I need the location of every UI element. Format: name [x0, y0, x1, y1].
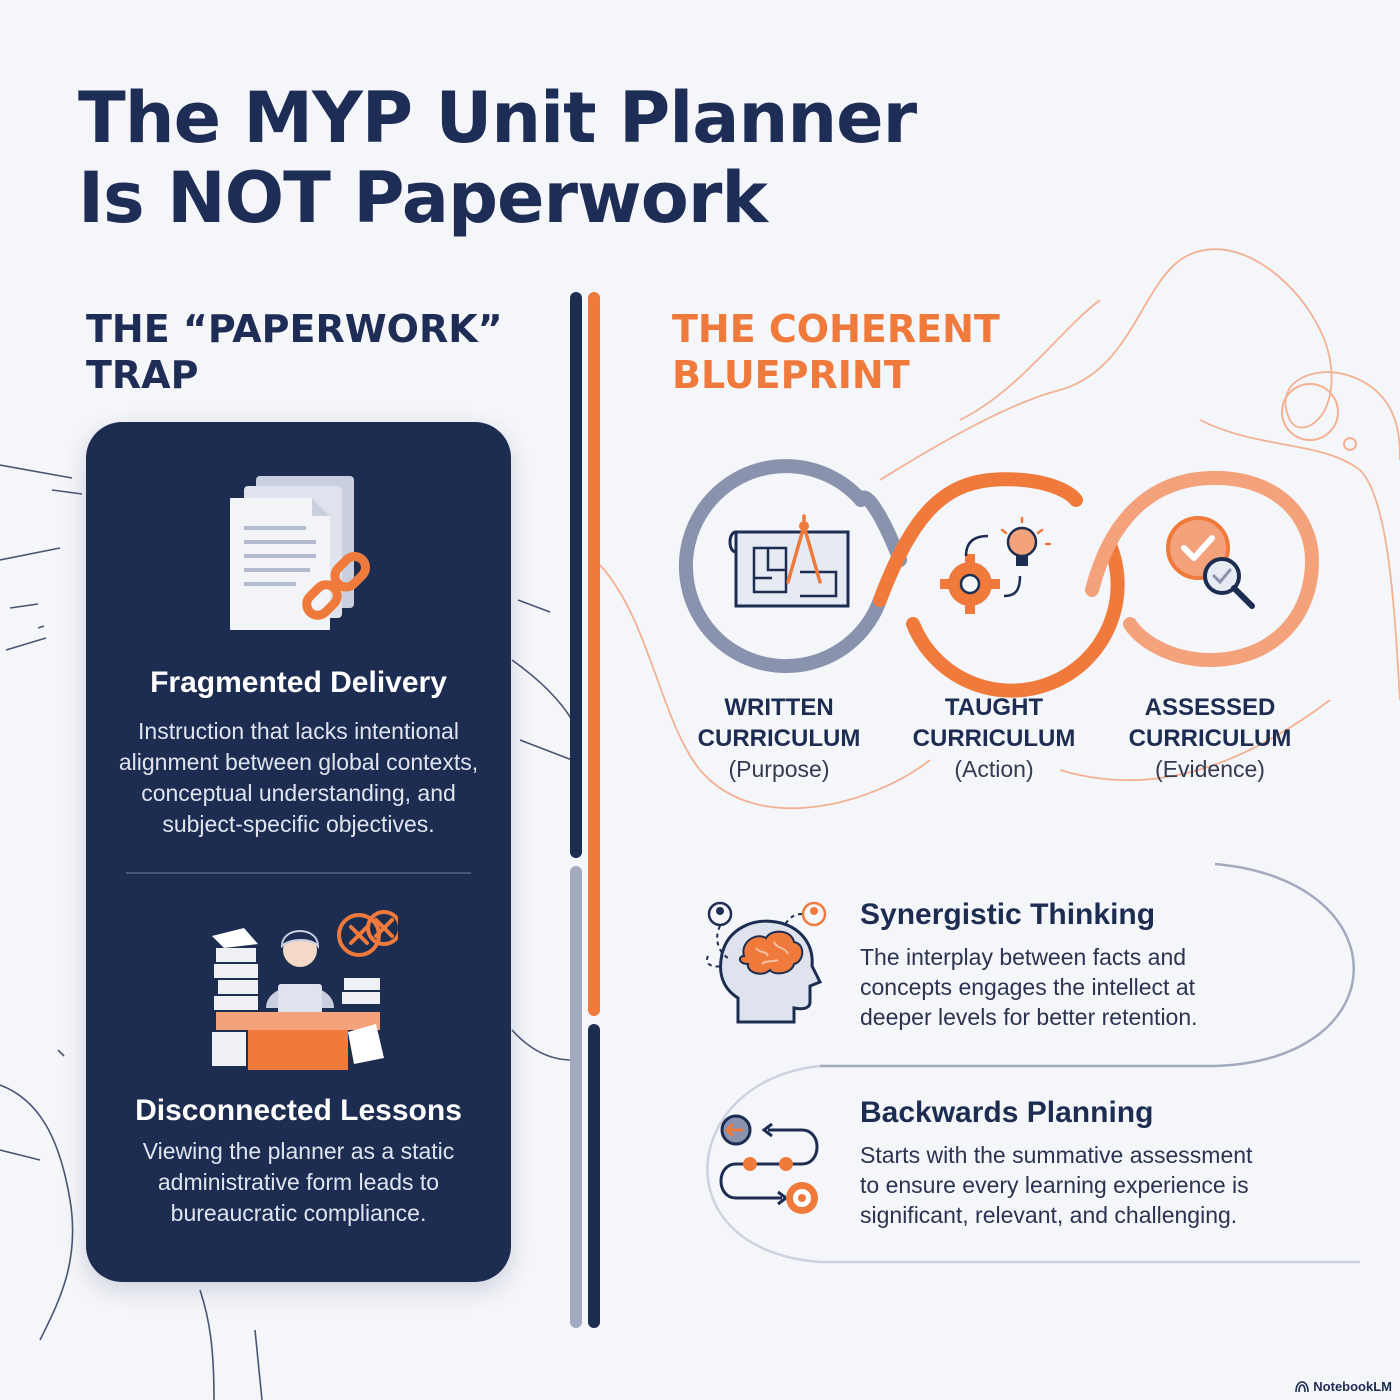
backwards-flow-icon — [719, 1114, 819, 1214]
label-line2: CURRICULUM — [697, 725, 861, 752]
text-line: to ensure every learning experience is — [860, 1172, 1249, 1198]
label-line1: WRITTEN — [724, 694, 834, 721]
synergistic-thinking-text: The interplay between facts and concepts… — [860, 942, 1198, 1032]
text-line: subject-specific objectives. — [162, 811, 435, 837]
blueprint-compass-icon — [728, 514, 850, 608]
paperwork-trap-card: Fragmented Delivery Instruction that lac… — [86, 422, 511, 1282]
backwards-planning-title: Backwards Planning — [860, 1096, 1154, 1129]
label-line2: CURRICULUM — [912, 725, 1076, 752]
heading-line2: BLUEPRINT — [672, 353, 910, 397]
text-line: alignment between global contexts, — [118, 749, 479, 775]
fragmented-delivery-title: Fragmented Delivery — [150, 666, 447, 699]
written-curriculum-label: WRITTEN CURRICULUM (Purpose) — [664, 692, 894, 785]
coherent-blueprint-heading: THE COHERENT BLUEPRINT — [672, 306, 1000, 398]
fragmented-delivery-text: Instruction that lacks intentional align… — [96, 716, 501, 840]
assessed-curriculum-label: ASSESSED CURRICULUM (Evidence) — [1095, 692, 1325, 785]
paperwork-trap-heading: THE “PAPERWORK” TRAP — [86, 306, 503, 398]
label-line2: CURRICULUM — [1128, 725, 1292, 752]
brand-label: NotebookLM — [1313, 1379, 1392, 1394]
synergistic-thinking-title: Synergistic Thinking — [860, 898, 1156, 931]
text-line: Starts with the summative assessment — [860, 1142, 1253, 1168]
disconnected-lessons-text: Viewing the planner as a static administ… — [96, 1136, 501, 1229]
disconnected-lessons-title: Disconnected Lessons — [135, 1094, 462, 1127]
text-line: deeper levels for better retention. — [860, 1004, 1198, 1030]
text-line: significant, relevant, and challenging. — [860, 1202, 1238, 1228]
cancel-icon — [337, 913, 381, 957]
page-title: The MYP Unit Planner Is NOT Paperwork — [78, 77, 917, 239]
heading-line1: THE COHERENT — [672, 307, 1000, 351]
notebooklm-brand: NotebookLM — [1295, 1379, 1392, 1394]
text-line: concepts engages the intellect at — [860, 974, 1196, 1000]
text-line: Viewing the planner as a static — [142, 1138, 455, 1164]
heading-line1: THE “PAPERWORK” — [86, 307, 503, 351]
text-line: administrative form leads to — [157, 1169, 440, 1195]
card-divider — [126, 872, 471, 874]
heading-line2: TRAP — [86, 353, 199, 397]
text-line: Instruction that lacks intentional — [138, 718, 459, 744]
text-line: bureaucratic compliance. — [170, 1200, 427, 1226]
gear-lightbulb-icon — [940, 516, 1052, 614]
taught-curriculum-label: TAUGHT CURRICULUM (Action) — [879, 692, 1109, 785]
page-title-line2: Is NOT Paperwork — [78, 157, 768, 239]
page-title-line1: The MYP Unit Planner — [78, 77, 917, 159]
label-line3: (Purpose) — [728, 756, 830, 782]
label-line1: TAUGHT — [944, 694, 1044, 721]
text-line: conceptual understanding, and — [141, 780, 456, 806]
backwards-planning-text: Starts with the summative assessment to … — [860, 1140, 1252, 1230]
brain-head-icon — [706, 901, 827, 1024]
notebooklm-logo-icon — [1295, 1380, 1310, 1392]
checkmark-magnifier-icon — [1166, 516, 1255, 609]
label-line3: (Evidence) — [1155, 756, 1265, 782]
text-line: The interplay between facts and — [860, 944, 1187, 970]
label-line1: ASSESSED — [1144, 694, 1276, 721]
label-line3: (Action) — [954, 756, 1034, 782]
overwhelmed-worker-icon — [212, 910, 398, 1070]
documents-chain-icon — [230, 476, 371, 630]
